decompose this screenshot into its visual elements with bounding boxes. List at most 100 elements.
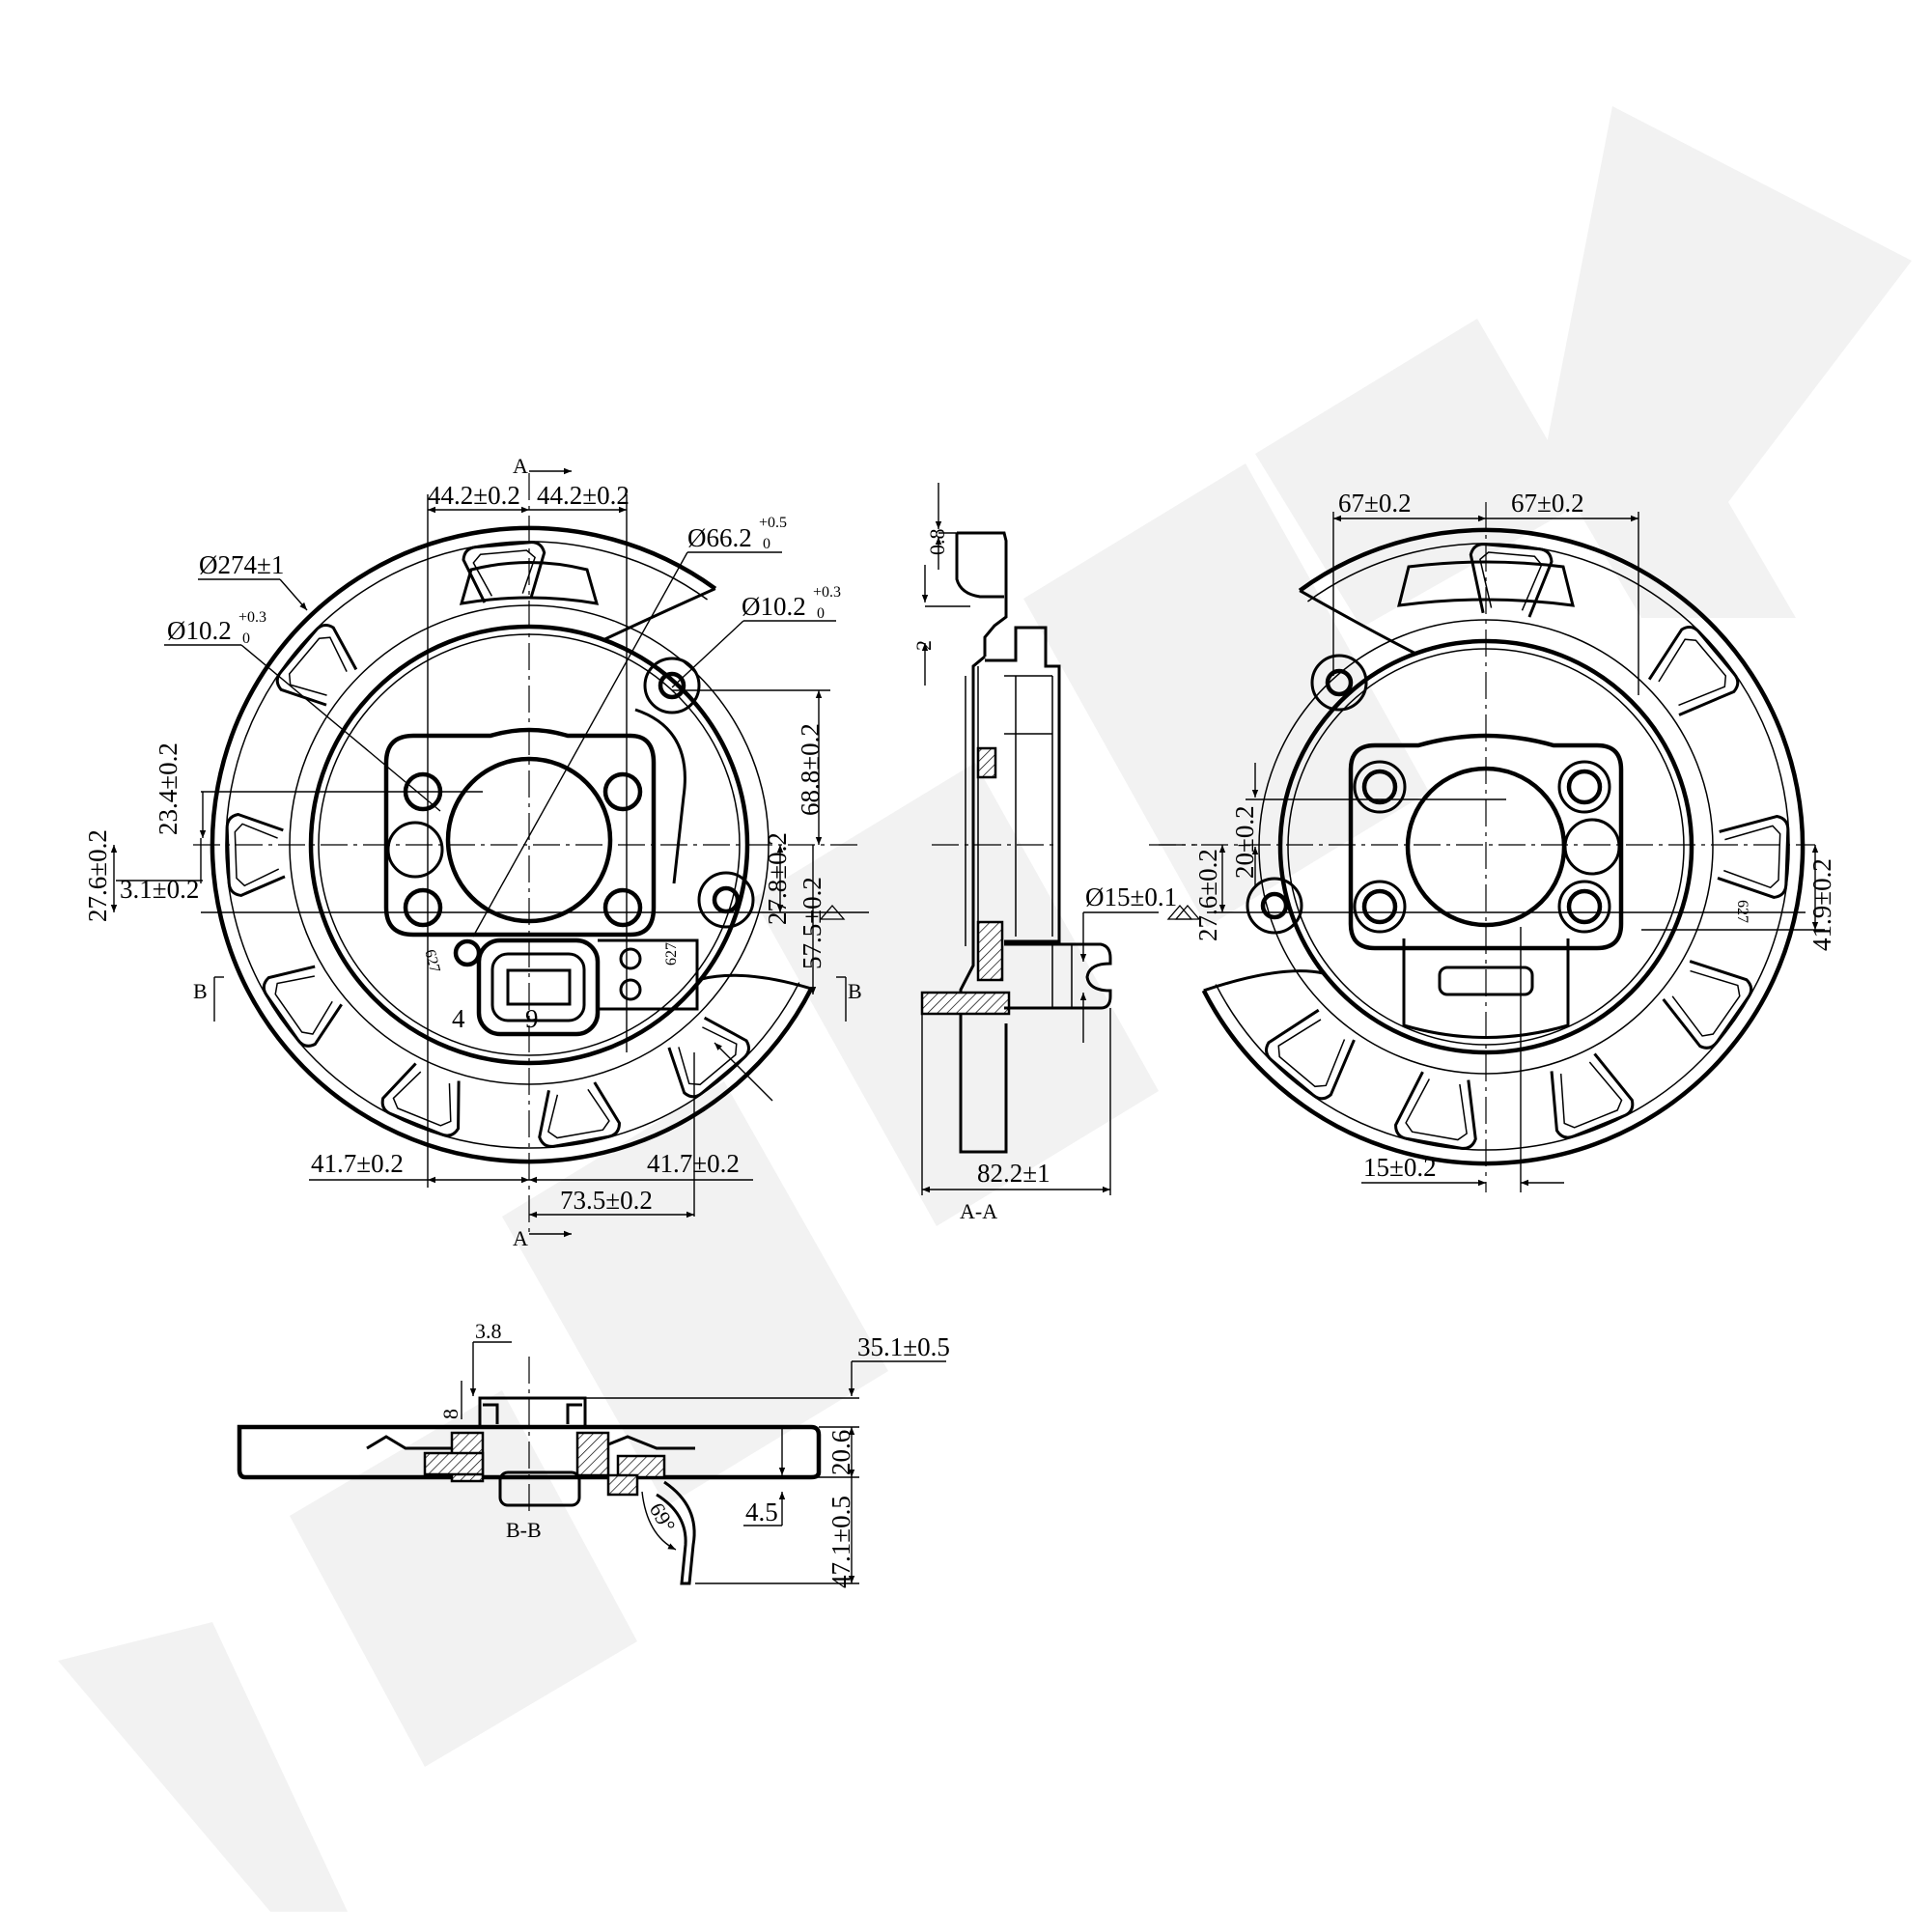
shield-notch-edge — [700, 973, 812, 991]
ventilation-rib — [380, 1062, 461, 1137]
ventilation-rib-inner — [1723, 825, 1781, 889]
shield-notch-edge — [1299, 589, 1416, 656]
dim-8: 8 — [438, 1409, 462, 1419]
ear-hole-upper-boss — [643, 657, 701, 714]
ventilation-rib-outline — [380, 1062, 461, 1137]
ventilation-rib-inner — [392, 1071, 452, 1127]
section-a-marker-top: A — [513, 454, 528, 478]
dim-20: 20±0.2 — [1230, 805, 1259, 879]
shield-outer-edge — [1201, 527, 1806, 1166]
ear-hole-upper-boss — [1310, 654, 1368, 712]
dim-68-8: 68.8±0.2 — [796, 723, 825, 816]
bolt-hole — [1566, 769, 1603, 805]
dim-0-8: 0.8 — [925, 529, 949, 556]
front-view-dimension-lines — [110, 467, 869, 1238]
dim-27-6: 27.6±0.2 — [83, 829, 112, 922]
section-b-b-label: B-B — [506, 1518, 542, 1542]
bolt-hole — [403, 887, 443, 928]
dim-3-1: 3.1±0.2 — [120, 875, 199, 904]
ear-hole-upper — [1325, 668, 1354, 697]
ventilation-rib — [1717, 814, 1790, 899]
ventilation-rib-outline — [1394, 1071, 1477, 1150]
dia-10-2-right-tol-lower: 0 — [817, 605, 825, 622]
dim-23-4: 23.4±0.2 — [154, 742, 182, 835]
ear-hole-lower — [712, 885, 741, 914]
dim-44-2-right: 44.2±0.2 — [537, 481, 630, 510]
dia-66-2-tol-lower: 0 — [763, 536, 770, 552]
ventilation-rib-outline — [1647, 626, 1740, 716]
dim-41-9: 41.9±0.2 — [1807, 858, 1836, 951]
dim-27-6: 27.6±0.2 — [1193, 849, 1222, 941]
ventilation-rib-outline — [225, 812, 286, 897]
dim-57-5: 57.5±0.2 — [798, 877, 826, 969]
part-mark: 627 — [1734, 900, 1750, 923]
ventilation-rib — [667, 1016, 750, 1099]
part-mark: 627 — [421, 948, 443, 975]
dim-4-5: 4.5 — [745, 1498, 778, 1526]
ventilation-rib — [1550, 1052, 1635, 1139]
dia-15: Ø15±0.1 — [1085, 882, 1177, 911]
connector-housing — [476, 938, 601, 1037]
brand-watermark — [58, 106, 1912, 1912]
dim-27-8: 27.8±0.2 — [763, 832, 792, 925]
dia-66-2: Ø66.2 — [687, 523, 752, 552]
dia-10-2-left-tol-lower: 0 — [242, 630, 250, 647]
ventilation-rib-outline — [1469, 543, 1554, 618]
rear-view-dimension-lines: 67±0.2 67±0.2 20±0.2 27.6±0.2 41.9±0.2 1… — [1159, 489, 1836, 1192]
ventilation-rib-outline — [667, 1016, 750, 1099]
bolt-boss — [1557, 880, 1611, 934]
bolt-boss — [1353, 880, 1407, 934]
ear-hole-upper — [658, 671, 686, 700]
upper-slot-embossing — [459, 561, 600, 605]
ventilation-rib-inner — [288, 636, 348, 696]
bracket-arm — [634, 708, 686, 884]
dia-66-2-tol-upper: +0.5 — [759, 515, 787, 531]
bolt-hole — [1361, 888, 1398, 925]
dia-10-2-right-tol-upper: +0.3 — [813, 584, 841, 601]
ventilation-rib-inner — [1658, 638, 1727, 707]
bolt-hole — [1566, 888, 1603, 925]
dim-20-6: 20.6 — [826, 1430, 855, 1475]
dim-67-left: 67±0.2 — [1338, 489, 1412, 518]
ventilation-rib-inner — [678, 1026, 738, 1086]
shield-notch-edge — [602, 587, 716, 641]
bracket-rivet — [619, 978, 642, 1001]
ventilation-rib — [225, 812, 286, 897]
front-view-dimensions: A 44.2±0.2 44.2±0.2 Ø66.2 +0.5 0 Ø274±1 … — [83, 454, 862, 1250]
ventilation-rib — [1394, 1071, 1477, 1150]
ventilation-rib-inner — [547, 1088, 610, 1139]
ventilation-rib-inner — [1479, 551, 1543, 611]
ventilation-rib-outline — [1550, 1052, 1635, 1139]
dim-73-5: 73.5±0.2 — [560, 1186, 653, 1215]
dim-4: 4 — [452, 1004, 465, 1033]
ventilation-rib-outline — [538, 1081, 621, 1148]
ventilation-rib — [538, 1081, 621, 1148]
bolt-boss — [1557, 760, 1611, 814]
bolt-hole — [602, 771, 643, 812]
dim-3-8: 3.8 — [475, 1319, 502, 1343]
section-b-marker-right: B — [848, 979, 862, 1003]
hub-mounting-plate — [383, 727, 657, 938]
ventilation-rib-inner — [1559, 1061, 1623, 1129]
ventilation-rib — [275, 624, 358, 707]
ventilation-rib-outline — [1717, 814, 1790, 899]
dia-10-2-left: Ø10.2 — [167, 616, 232, 645]
dia-274: Ø274±1 — [199, 550, 284, 579]
small-hole — [453, 938, 482, 967]
ventilation-rib — [1662, 960, 1753, 1050]
bolt-hole — [1361, 769, 1398, 805]
dim-82-2: 82.2±1 — [977, 1159, 1050, 1188]
section-a-a-view: 0.8 2 Ø15±0.1 82.2±1 A-A — [911, 483, 1201, 1223]
ear-hole-lower-boss — [697, 871, 755, 929]
dia-10-2-left-tol-upper: +0.3 — [238, 609, 266, 626]
ear-hole-lower-boss — [1246, 877, 1303, 935]
ventilation-rib — [1647, 626, 1740, 716]
dim-35-1: 35.1±0.5 — [857, 1332, 950, 1361]
dim-15: 15±0.2 — [1363, 1153, 1437, 1182]
sensor-bracket — [598, 938, 699, 1011]
ventilation-rib-inner — [472, 549, 536, 597]
ventilation-rib — [262, 965, 343, 1048]
dim-47-1: 47.1±0.5 — [826, 1496, 855, 1588]
section-a-marker-bottom: A — [513, 1226, 528, 1250]
bracket-rivet — [619, 947, 642, 970]
